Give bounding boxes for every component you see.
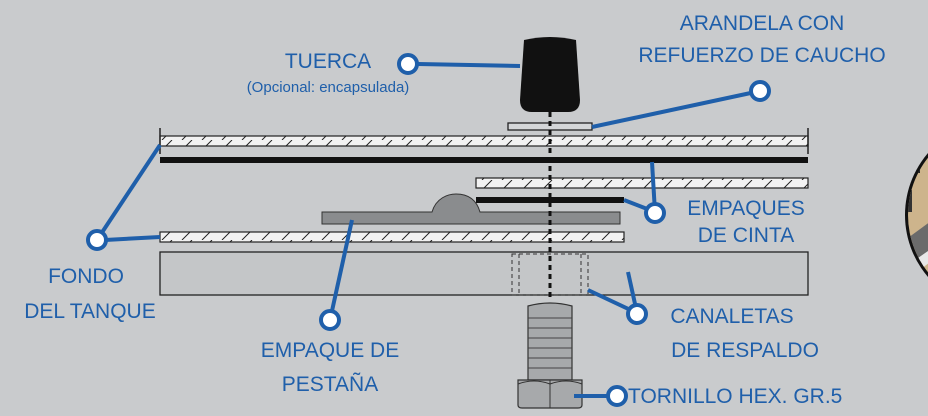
upper-right-plate-hatch [476,178,808,188]
label-washer-line1: ARANDELA CON [680,12,845,35]
hex-bolt-icon [517,302,583,409]
label-flange-gasket-line2: PESTAÑA [282,372,378,396]
circle-marker-icon [644,202,666,224]
nut-icon [520,37,580,112]
tank-bottom-plate-top-hatch [160,136,808,146]
tank-bottom-plate-lower-hatch [160,232,624,242]
circle-marker-icon [397,53,419,75]
tape-gasket-top [160,157,808,163]
label-nut: TUERCA [285,50,371,73]
label-backing-channels-line2: DE RESPALDO [671,339,819,362]
flange-gasket [321,193,621,225]
label-backing-channels-line1: CANALETAS [670,305,793,328]
label-tape-gaskets-line1: EMPAQUES [687,197,804,220]
label-washer-line2: REFUERZO DE CAUCHO [638,44,885,67]
label-nut-note: (Opcional: encapsulada) [247,79,410,96]
circle-marker-icon [749,80,771,102]
circle-marker-icon [606,385,628,407]
label-hex-bolt: TORNILLO HEX. GR.5 [628,385,842,408]
label-tank-bottom-line2: DEL TANQUE [24,300,155,323]
label-flange-gasket-line1: EMPAQUE DE [261,339,399,362]
circle-marker-icon [319,309,341,331]
label-tank-bottom-line1: FONDO [48,265,124,288]
circle-marker-icon [626,303,648,325]
backing-channel [159,251,809,296]
label-tape-gaskets-line2: DE CINTA [698,224,794,247]
tape-gasket-mid [476,197,624,203]
circle-marker-icon [86,229,108,251]
callout-markers [86,53,771,407]
